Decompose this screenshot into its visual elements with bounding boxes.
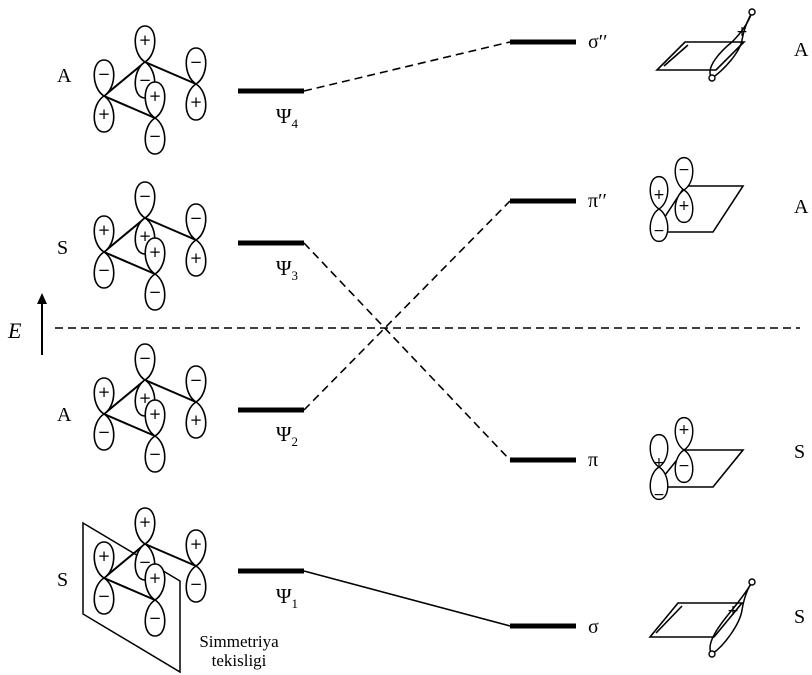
sign: + xyxy=(149,569,162,587)
sign: − xyxy=(653,487,665,503)
sign: + xyxy=(678,198,690,214)
symmetry-sigma: S xyxy=(794,606,806,628)
orbital-sigma xyxy=(648,578,756,658)
symmetry-psi2: A xyxy=(57,404,72,426)
sign: + xyxy=(139,31,152,49)
sign: + xyxy=(98,105,111,123)
sign: − xyxy=(139,553,152,571)
symmetry-plane-caption: Simmetriya tekisligi xyxy=(184,632,294,670)
caption-line-1: Simmetriya xyxy=(199,632,279,651)
sign: − xyxy=(149,127,162,145)
sign: − xyxy=(149,609,162,627)
orbital-psi2 xyxy=(93,343,207,473)
label-psi1: Ψ1 xyxy=(276,584,298,612)
sign: + xyxy=(98,221,111,239)
label-pi: π xyxy=(588,449,599,471)
sign: − xyxy=(190,209,203,227)
orbital-pi xyxy=(649,416,745,501)
sign: − xyxy=(190,575,203,593)
sign: + xyxy=(149,243,162,261)
sign: − xyxy=(139,349,152,367)
sign: + xyxy=(139,513,152,531)
sign: + xyxy=(727,603,739,619)
sign: − xyxy=(678,162,690,178)
sign: + xyxy=(678,422,690,438)
correlation-psi2-pi-star xyxy=(303,200,511,411)
sign: + xyxy=(190,249,203,267)
correlation-psi4-sigma-star xyxy=(303,41,511,92)
sign: − xyxy=(98,261,111,279)
sign: − xyxy=(149,445,162,463)
sign: − xyxy=(149,283,162,301)
label-pi-star: π′′ xyxy=(588,190,607,212)
sign: − xyxy=(98,65,111,83)
symmetry-psi3: S xyxy=(57,237,69,259)
symmetry-pi-star: A xyxy=(794,196,809,218)
label-psi3: Ψ3 xyxy=(276,256,298,284)
sign: + xyxy=(653,455,665,471)
sign: + xyxy=(190,411,203,429)
orbital-psi1 xyxy=(93,507,207,637)
label-psi4: Ψ4 xyxy=(276,104,298,132)
sign: − xyxy=(98,587,111,605)
symmetry-pi: S xyxy=(794,441,806,463)
sign: + xyxy=(190,535,203,553)
sign: + xyxy=(139,227,152,245)
orbital-sigma-star xyxy=(655,8,756,82)
sign: + xyxy=(98,383,111,401)
sign: + xyxy=(190,93,203,111)
sign: + xyxy=(653,187,665,203)
lobe-signs: + − − + − + + − − + + − − + + − − + + − … xyxy=(98,31,203,627)
sign: − xyxy=(98,423,111,441)
sign: + xyxy=(139,389,152,407)
sign: − xyxy=(190,371,203,389)
label-psi2: Ψ2 xyxy=(276,422,298,450)
orbital-pi-star xyxy=(649,156,745,243)
energy-axis-arrowhead xyxy=(37,293,47,304)
sign: − xyxy=(139,187,152,205)
orbital-psi3 xyxy=(93,181,207,311)
symmetry-psi4: A xyxy=(57,65,72,87)
correlation-psi3-pi xyxy=(303,242,511,461)
label-sigma: σ xyxy=(588,616,599,638)
sign: + xyxy=(149,87,162,105)
caption-line-2: tekisligi xyxy=(211,651,267,670)
sign: − xyxy=(653,223,665,239)
sign: − xyxy=(139,71,152,89)
orbital-psi4 xyxy=(93,25,207,155)
symmetry-sigma-star: A xyxy=(794,39,809,61)
sign: + xyxy=(736,24,748,40)
label-sigma-star: σ′′ xyxy=(588,31,608,53)
sign: + xyxy=(98,547,111,565)
sign: − xyxy=(678,458,690,474)
sign: − xyxy=(190,53,203,71)
right-lobe-signs: + − + + − + − + − + xyxy=(653,24,748,619)
symmetry-psi1: S xyxy=(57,569,69,591)
correlation-psi1-sigma xyxy=(303,570,511,627)
energy-axis-label: E xyxy=(8,318,22,343)
sign: + xyxy=(149,405,162,423)
